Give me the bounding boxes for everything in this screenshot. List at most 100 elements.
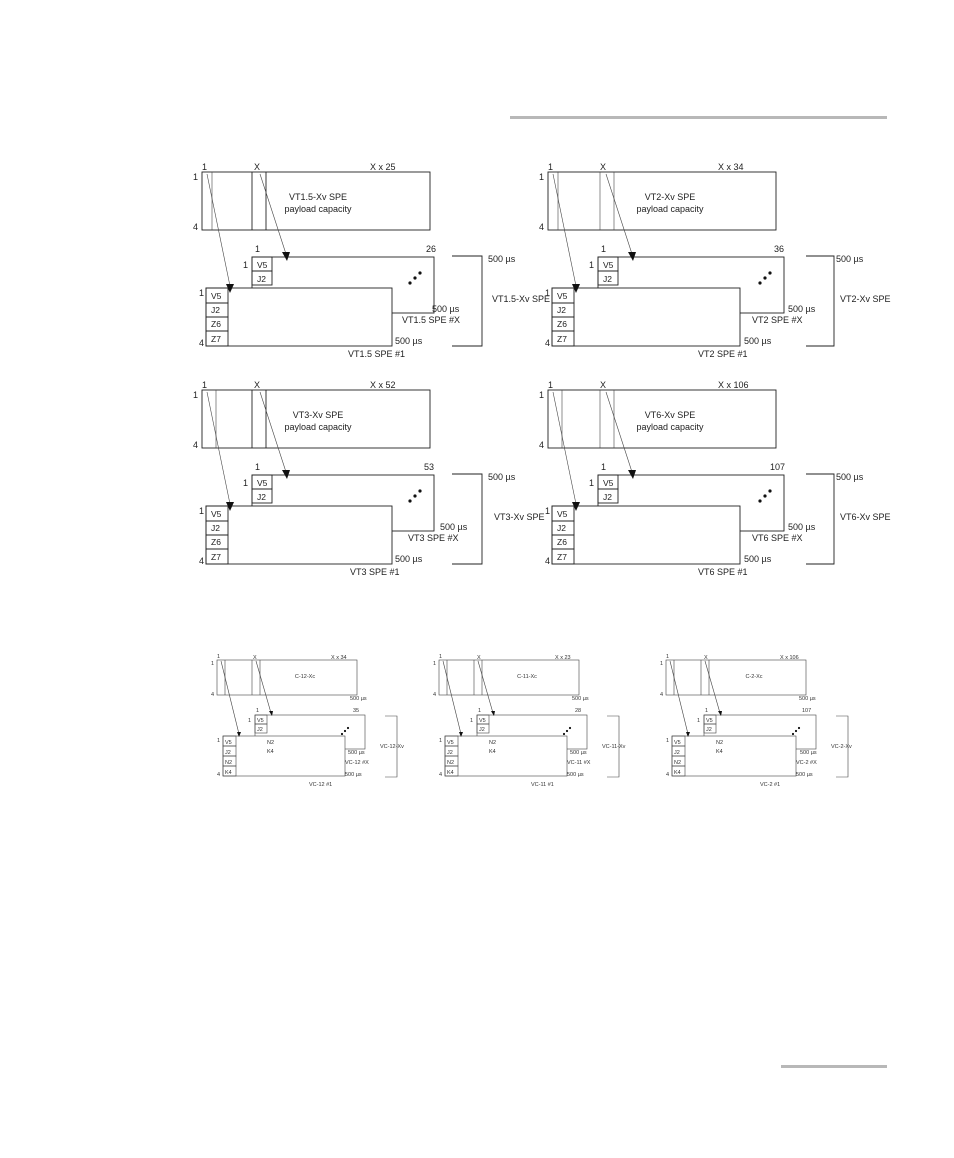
row-top-label: 1 [433, 661, 436, 667]
n2-overlay-label: N2 [716, 740, 723, 746]
vtx-time: 500 µs [432, 304, 460, 314]
vtx-name: VT3 SPE #X [408, 533, 459, 543]
ellipsis-dot [768, 489, 772, 493]
col-x-label: X [254, 380, 260, 390]
ellipsis-dot [418, 489, 422, 493]
v5-label: V5 [479, 718, 486, 724]
row-top-label: 1 [211, 661, 214, 667]
vcx-time: 500 µs [570, 750, 587, 756]
ellipsis-dot [758, 499, 762, 503]
v5-label: V5 [211, 509, 222, 519]
ellipsis-dot [413, 276, 417, 280]
vt1-time: 500 µs [744, 336, 772, 346]
n2-overlay-label: N2 [267, 740, 274, 746]
vtx-col-1: 1 [601, 462, 606, 472]
bracket-type: VT3-Xv SPE [494, 512, 545, 522]
vtx-name: VT1.5 SPE #X [402, 315, 460, 325]
row-top-label: 1 [660, 661, 663, 667]
vcx-col-last: 28 [575, 708, 581, 714]
container-time: 500 µs [350, 696, 367, 702]
vt-1-box [551, 505, 741, 565]
vtx-time: 500 µs [788, 304, 816, 314]
bracket [806, 255, 835, 347]
vcx-col-last: 35 [353, 708, 359, 714]
vc1-row-bottom: 4 [666, 772, 669, 778]
source-frame-box [547, 171, 777, 231]
mapping-arrow [259, 173, 287, 255]
row-top-label: 1 [539, 172, 544, 182]
vt1-row-bottom: 4 [199, 338, 204, 348]
bracket-time: 500 µs [836, 254, 864, 264]
j2-cell [476, 723, 490, 734]
j2-cell [251, 488, 273, 504]
ellipsis-dot [340, 732, 344, 736]
mapping-arrow [255, 660, 272, 714]
col-max-label: X x 106 [718, 380, 749, 390]
v5-cell-label: V5 [603, 478, 614, 488]
z6-label: Z6 [211, 537, 221, 547]
vt1-row-top: 1 [199, 506, 204, 516]
mapping-arrow [442, 660, 462, 735]
vtx-col-1: 1 [255, 244, 260, 254]
v5-label: V5 [674, 740, 681, 746]
k4-label: K4 [674, 770, 681, 776]
vt1-time: 500 µs [395, 336, 423, 346]
j2-label: J2 [225, 750, 231, 756]
k4-overlay-label: K4 [489, 749, 496, 755]
arrow-head [491, 711, 495, 716]
vtx-row-1: 1 [589, 478, 594, 488]
mapping-arrow [259, 391, 287, 473]
row-bottom-label: 4 [193, 222, 198, 232]
vc1-row-bottom: 4 [439, 772, 442, 778]
vtx-time: 500 µs [788, 522, 816, 532]
vt2-diagram: 1 X X x 34 1 4 VT2-Xv SPE payload capaci… [539, 162, 891, 359]
col-x-label: X [254, 162, 260, 172]
bracket [385, 715, 398, 778]
col-x-label: X [704, 655, 708, 661]
bracket [452, 255, 483, 347]
bracket-time: 500 µs [836, 472, 864, 482]
container-time: 500 µs [572, 696, 589, 702]
j2-cell [254, 723, 268, 734]
spe-title: VT6-Xv SPE [645, 410, 696, 420]
j2-label: J2 [674, 750, 680, 756]
z7-label: Z7 [211, 334, 221, 344]
vcx-col-1: 1 [478, 708, 481, 714]
mapping-arrow [704, 660, 721, 714]
vc12-diagram: 1 X X x 34 1 4 C-12-Xc 500 µs V5 J2 1 35… [211, 654, 404, 788]
vc1-name: VC-2 #1 [760, 782, 780, 788]
ellipsis-dot [763, 494, 767, 498]
bracket-type: VC-11-Xv [602, 744, 626, 750]
ellipsis-dot [791, 732, 795, 736]
bracket [452, 473, 483, 565]
col-x-label: X [600, 380, 606, 390]
col-1-label: 1 [548, 162, 553, 172]
vtx-row-1: 1 [589, 260, 594, 270]
mapping-arrow [206, 173, 231, 287]
vcx-col-1: 1 [705, 708, 708, 714]
arrow-head [572, 284, 580, 293]
ellipsis-dot [763, 276, 767, 280]
vt1-row-top: 1 [545, 506, 550, 516]
ellipsis-dot [562, 732, 566, 736]
mapping-arrow [669, 660, 689, 735]
col-x-label: X [477, 655, 481, 661]
bracket [806, 473, 835, 565]
vc1-row-top: 1 [217, 738, 220, 744]
v5-label: V5 [447, 740, 454, 746]
col-max-label: X x 23 [555, 655, 571, 661]
z7-label: Z7 [557, 334, 567, 344]
source-frame-box [201, 389, 431, 449]
vc2-diagram: 1 X X x 106 1 4 C-2-Xc 500 µs V5 J2 1 10… [660, 654, 852, 788]
z6-label: Z6 [557, 319, 567, 329]
col-max-label: X x 34 [718, 162, 744, 172]
ellipsis-dot [408, 499, 412, 503]
k4-cell [444, 765, 459, 777]
vtx-col-last: 36 [774, 244, 784, 254]
ellipsis-dot [418, 271, 422, 275]
vcx-name: VC-11 #X [567, 760, 591, 766]
vtx-row-1: 1 [243, 260, 248, 270]
k4-overlay-label: K4 [716, 749, 723, 755]
vcx-time: 500 µs [800, 750, 817, 756]
vt1-row-top: 1 [199, 288, 204, 298]
